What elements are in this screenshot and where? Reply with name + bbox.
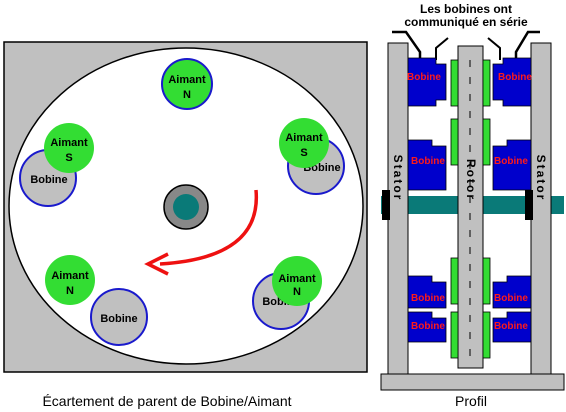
coil-label: Bobine [411,293,445,304]
wire-top-right [487,37,501,60]
wire-left [392,30,422,60]
svg-text:S: S [300,147,307,159]
wire-top-left [435,37,449,60]
svg-text:Aimant: Aimant [50,137,88,149]
svg-text:S: S [65,152,72,164]
profile-coils-right [492,57,532,343]
magnet-left-upper: Aimant S [44,123,94,173]
rotor-magnets [450,59,491,359]
coil-label: Bobine [494,321,528,332]
coil-label: Bobine [407,72,441,83]
profile-view-caption: Profil [455,393,487,409]
svg-text:Aimant: Aimant [168,74,206,86]
magnet-top: Aimant N [161,58,213,110]
stator-left [387,42,409,375]
svg-text:Stator: Stator [391,155,405,202]
coil-label: Bobine [100,313,137,325]
rotor-label: Rotor [464,159,478,201]
svg-text:Stator: Stator [534,155,548,202]
rotation-arrowhead [144,252,169,276]
stator-right-label: Stator [534,155,548,202]
rotation-arrow [159,189,259,266]
profile-coils-left [407,57,447,343]
front-view-caption: Écartement de parent de Bobine/Aimant [42,393,291,409]
bearing-left [382,190,390,220]
front-view: Bobine Bobine Bobine Bobine Aimant N Aim… [3,41,368,409]
coil-label: Bobine [494,156,528,167]
stator-left-label: Stator [391,155,405,202]
coil-label: Bobine [411,156,445,167]
bearing-right [525,190,533,220]
svg-text:Aimant: Aimant [278,273,316,285]
series-note-line2: communiqué en série [404,15,528,29]
svg-text:Aimant: Aimant [285,132,323,144]
coil-label: Bobine [498,72,532,83]
svg-text:Aimant: Aimant [51,270,89,282]
center-shaft [173,194,199,220]
magnet-right-lower: Aimant N [272,256,322,306]
profile-view: Les bobines ont communiqué en série Stat… [380,2,565,409]
wire-right [514,30,540,60]
magnet-left-lower: Aimant N [45,255,95,305]
series-note-line1: Les bobines ont [420,2,512,16]
base-plate [380,373,565,391]
coil-left-lower: Bobine [90,288,148,346]
coil-label: Bobine [411,321,445,332]
svg-text:N: N [293,286,301,298]
stator-right [530,42,552,375]
coil-label: Bobine [494,293,528,304]
svg-text:N: N [66,285,74,297]
coil-label: Bobine [30,174,67,186]
svg-text:N: N [183,89,191,101]
magnet-right-upper: Aimant S [279,118,329,168]
